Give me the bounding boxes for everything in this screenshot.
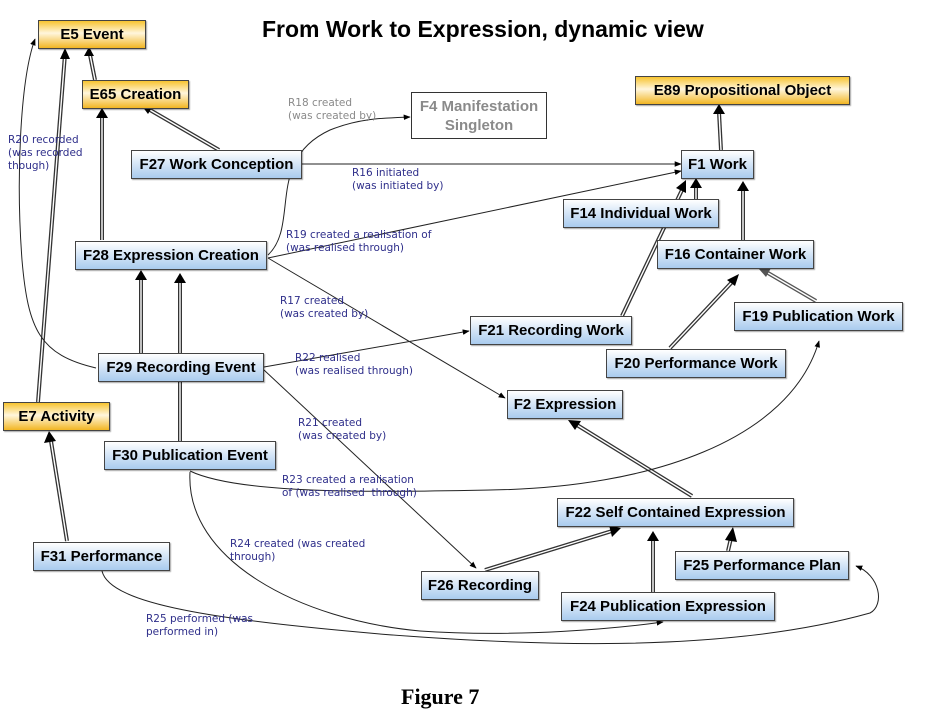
isa-link-f22-f2 xyxy=(568,420,694,498)
isa-link-f24-f22 xyxy=(647,531,659,592)
rel-line-r22 xyxy=(263,329,470,368)
node-f29-recording-event[interactable]: F29 Recording Event xyxy=(98,353,264,382)
node-f27-work-conception[interactable]: F27 Work Conception xyxy=(131,150,302,179)
rel-line-r20 xyxy=(18,38,97,369)
node-f19-publication-work[interactable]: F19 Publication Work xyxy=(734,302,903,331)
node-e7-activity[interactable]: E7 Activity xyxy=(3,402,110,431)
isa-link-f29-f28a xyxy=(135,270,147,353)
rel-label-r25: R25 performed (was performed in) xyxy=(146,613,253,638)
rel-label-r18: R18 created (was created by) xyxy=(288,97,377,122)
node-f25-performance-plan[interactable]: F25 Performance Plan xyxy=(675,551,849,580)
node-f31-performance[interactable]: F31 Performance xyxy=(33,542,170,571)
node-f21-recording-work[interactable]: F21 Recording Work xyxy=(470,316,632,345)
node-e89-propositional-object[interactable]: E89 Propositional Object xyxy=(635,76,850,105)
rel-line-r19 xyxy=(267,169,682,259)
rel-line-r25 xyxy=(101,565,879,645)
rel-label-r16: R16 initiated (was initiated by) xyxy=(352,167,444,192)
rel-label-r21: R21 created (was created by) xyxy=(298,417,387,442)
isa-link-f31-e7 xyxy=(44,431,69,542)
node-f26-recording[interactable]: F26 Recording xyxy=(421,571,539,600)
node-f30-publication-event[interactable]: F30 Publication Event xyxy=(104,441,276,470)
isa-link-f16-f1 xyxy=(737,181,749,240)
isa-link-e65-e5 xyxy=(84,47,97,81)
isa-link-f29-f28b xyxy=(174,273,186,353)
isa-link-f1-e89 xyxy=(713,104,725,151)
node-f20-performance-work[interactable]: F20 Performance Work xyxy=(606,349,786,378)
rel-label-r23: R23 created a realisation of (was realis… xyxy=(282,474,417,499)
rel-label-r20: R20 recorded (was recorded though) xyxy=(8,134,83,172)
node-e5-event[interactable]: E5 Event xyxy=(38,20,146,49)
rel-label-r22: R22 realised (was realised through) xyxy=(295,352,414,377)
isa-link-f27-e65 xyxy=(142,106,221,152)
isa-link-f25-f22 xyxy=(725,527,737,552)
rel-line-r21 xyxy=(263,369,477,569)
isa-link-f26-f22 xyxy=(484,525,621,572)
node-f24-publication-expression[interactable]: F24 Publication Expression xyxy=(561,592,775,621)
rel-label-r24: R24 created (was created through) xyxy=(230,538,366,563)
rel-label-r19: R19 created a realisation of (was realis… xyxy=(286,229,432,254)
rel-line-r24 xyxy=(189,471,664,634)
isa-link-e7-e5 xyxy=(36,48,70,403)
figure-caption: Figure 7 xyxy=(401,684,480,709)
node-f1-work[interactable]: F1 Work xyxy=(681,150,754,179)
isa-link-f19-f16 xyxy=(759,268,818,303)
rel-line-r23 xyxy=(189,340,820,492)
node-e65-creation[interactable]: E65 Creation xyxy=(82,80,189,109)
isa-link-f20-f16 xyxy=(668,274,739,350)
isa-link-f28-e65 xyxy=(96,108,108,240)
rel-line-r18 xyxy=(267,114,411,256)
node-f4-manifestation-singleton[interactable]: F4 Manifestation Singleton xyxy=(411,92,547,139)
isa-link-f14-f1 xyxy=(690,178,702,199)
node-f14-individual-work[interactable]: F14 Individual Work xyxy=(563,199,719,228)
node-f2-expression[interactable]: F2 Expression xyxy=(507,390,623,419)
rel-line-r17 xyxy=(267,257,506,399)
node-f16-container-work[interactable]: F16 Container Work xyxy=(657,240,814,269)
node-f28-expression-creation[interactable]: F28 Expression Creation xyxy=(75,241,267,270)
node-f22-self-contained-expression[interactable]: F22 Self Contained Expression xyxy=(557,498,794,527)
diagram-title: From Work to Expression, dynamic view xyxy=(262,16,704,42)
rel-label-r17: R17 created (was created by) xyxy=(280,295,369,320)
